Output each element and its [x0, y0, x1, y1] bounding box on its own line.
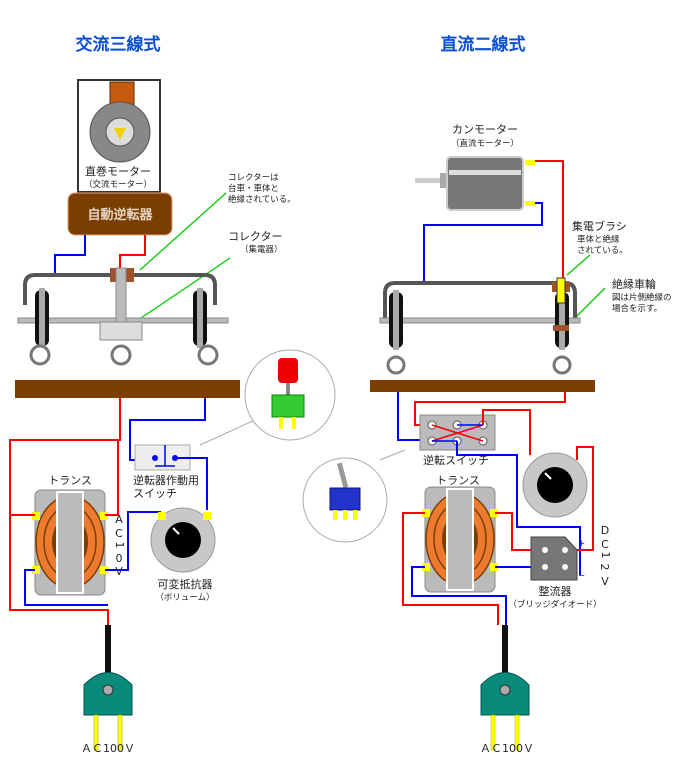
reverse-switch-label: 逆転スイッチ	[423, 453, 489, 467]
svg-text:0: 0	[116, 552, 123, 565]
plug-label: ＡＣ100Ｖ	[81, 742, 135, 755]
svg-text:2: 2	[598, 564, 611, 571]
brush-label: 集電ブラシ	[572, 219, 627, 233]
voltage-label: A C 1 0 V	[113, 513, 126, 578]
dc-truck	[370, 277, 595, 392]
toggle-callout	[199, 349, 336, 446]
plus-sign: +	[578, 539, 585, 549]
wheel-label: 絶縁車輪	[612, 277, 656, 291]
series-motor	[77, 79, 161, 193]
collector-note: コレクターは	[228, 173, 279, 183]
dc-voltage-label: D C 1 2 V	[598, 524, 612, 588]
ac-plug-dc	[480, 624, 530, 751]
wheel-note: 図は片側絶縁の	[612, 292, 672, 303]
volume-label: 可変抵抗器	[158, 577, 213, 591]
wheel-note-line: 場合を示す。	[612, 303, 662, 314]
svg-text:C: C	[115, 527, 123, 540]
bridge-rectifier	[530, 536, 578, 581]
can-motor-sub: （直流モーター）	[451, 138, 519, 149]
svg-text:V: V	[601, 575, 609, 588]
right-title: 直流二線式	[441, 34, 526, 55]
brush-note-line: されている。	[577, 246, 628, 256]
svg-text:A: A	[115, 513, 123, 526]
collector-note-line: 台車・車体と	[228, 183, 279, 194]
svg-text:1: 1	[599, 552, 612, 559]
motor-sub: （交流モーター）	[84, 179, 152, 190]
left-title: 交流三線式	[76, 34, 161, 55]
collector-note-line: 絶縁されている。	[228, 194, 296, 205]
svg-text:1: 1	[113, 542, 126, 549]
switch-label-line: スイッチ	[133, 487, 177, 500]
auto-reverser: 自動逆転器	[67, 192, 173, 236]
rectifier-sub: （ブリッジダイオード）	[508, 599, 601, 610]
transformer-dc	[421, 486, 499, 593]
minus-sign: −	[578, 571, 585, 581]
switch-label: 逆転器作動用	[133, 473, 199, 487]
svg-text:V: V	[115, 565, 123, 578]
transformer	[31, 489, 109, 596]
plug-label-dc: ＡＣ100Ｖ	[480, 742, 534, 755]
transformer-label-dc: トランス	[436, 474, 480, 487]
transformer-label: トランス	[48, 474, 92, 487]
brush-note: 車体と絶縁	[577, 234, 620, 245]
motor-label: 直巻モーター	[85, 164, 151, 178]
ac-truck	[15, 267, 240, 398]
volume-sub: （ボリューム）	[155, 592, 214, 603]
svg-text:D: D	[601, 524, 609, 537]
svg-text:自動逆転器: 自動逆転器	[87, 207, 153, 223]
collector-label: コレクター	[228, 230, 283, 243]
volume-knob-dc[interactable]	[522, 452, 588, 518]
svg-text:C: C	[601, 538, 609, 551]
can-motor-label: カンモーター	[452, 123, 518, 136]
toggle-callout-2	[302, 449, 406, 543]
can-motor	[415, 156, 535, 211]
rectifier-label: 整流器	[539, 584, 572, 598]
collector-sub: （集電器）	[240, 244, 283, 255]
ac-plug	[83, 624, 133, 751]
